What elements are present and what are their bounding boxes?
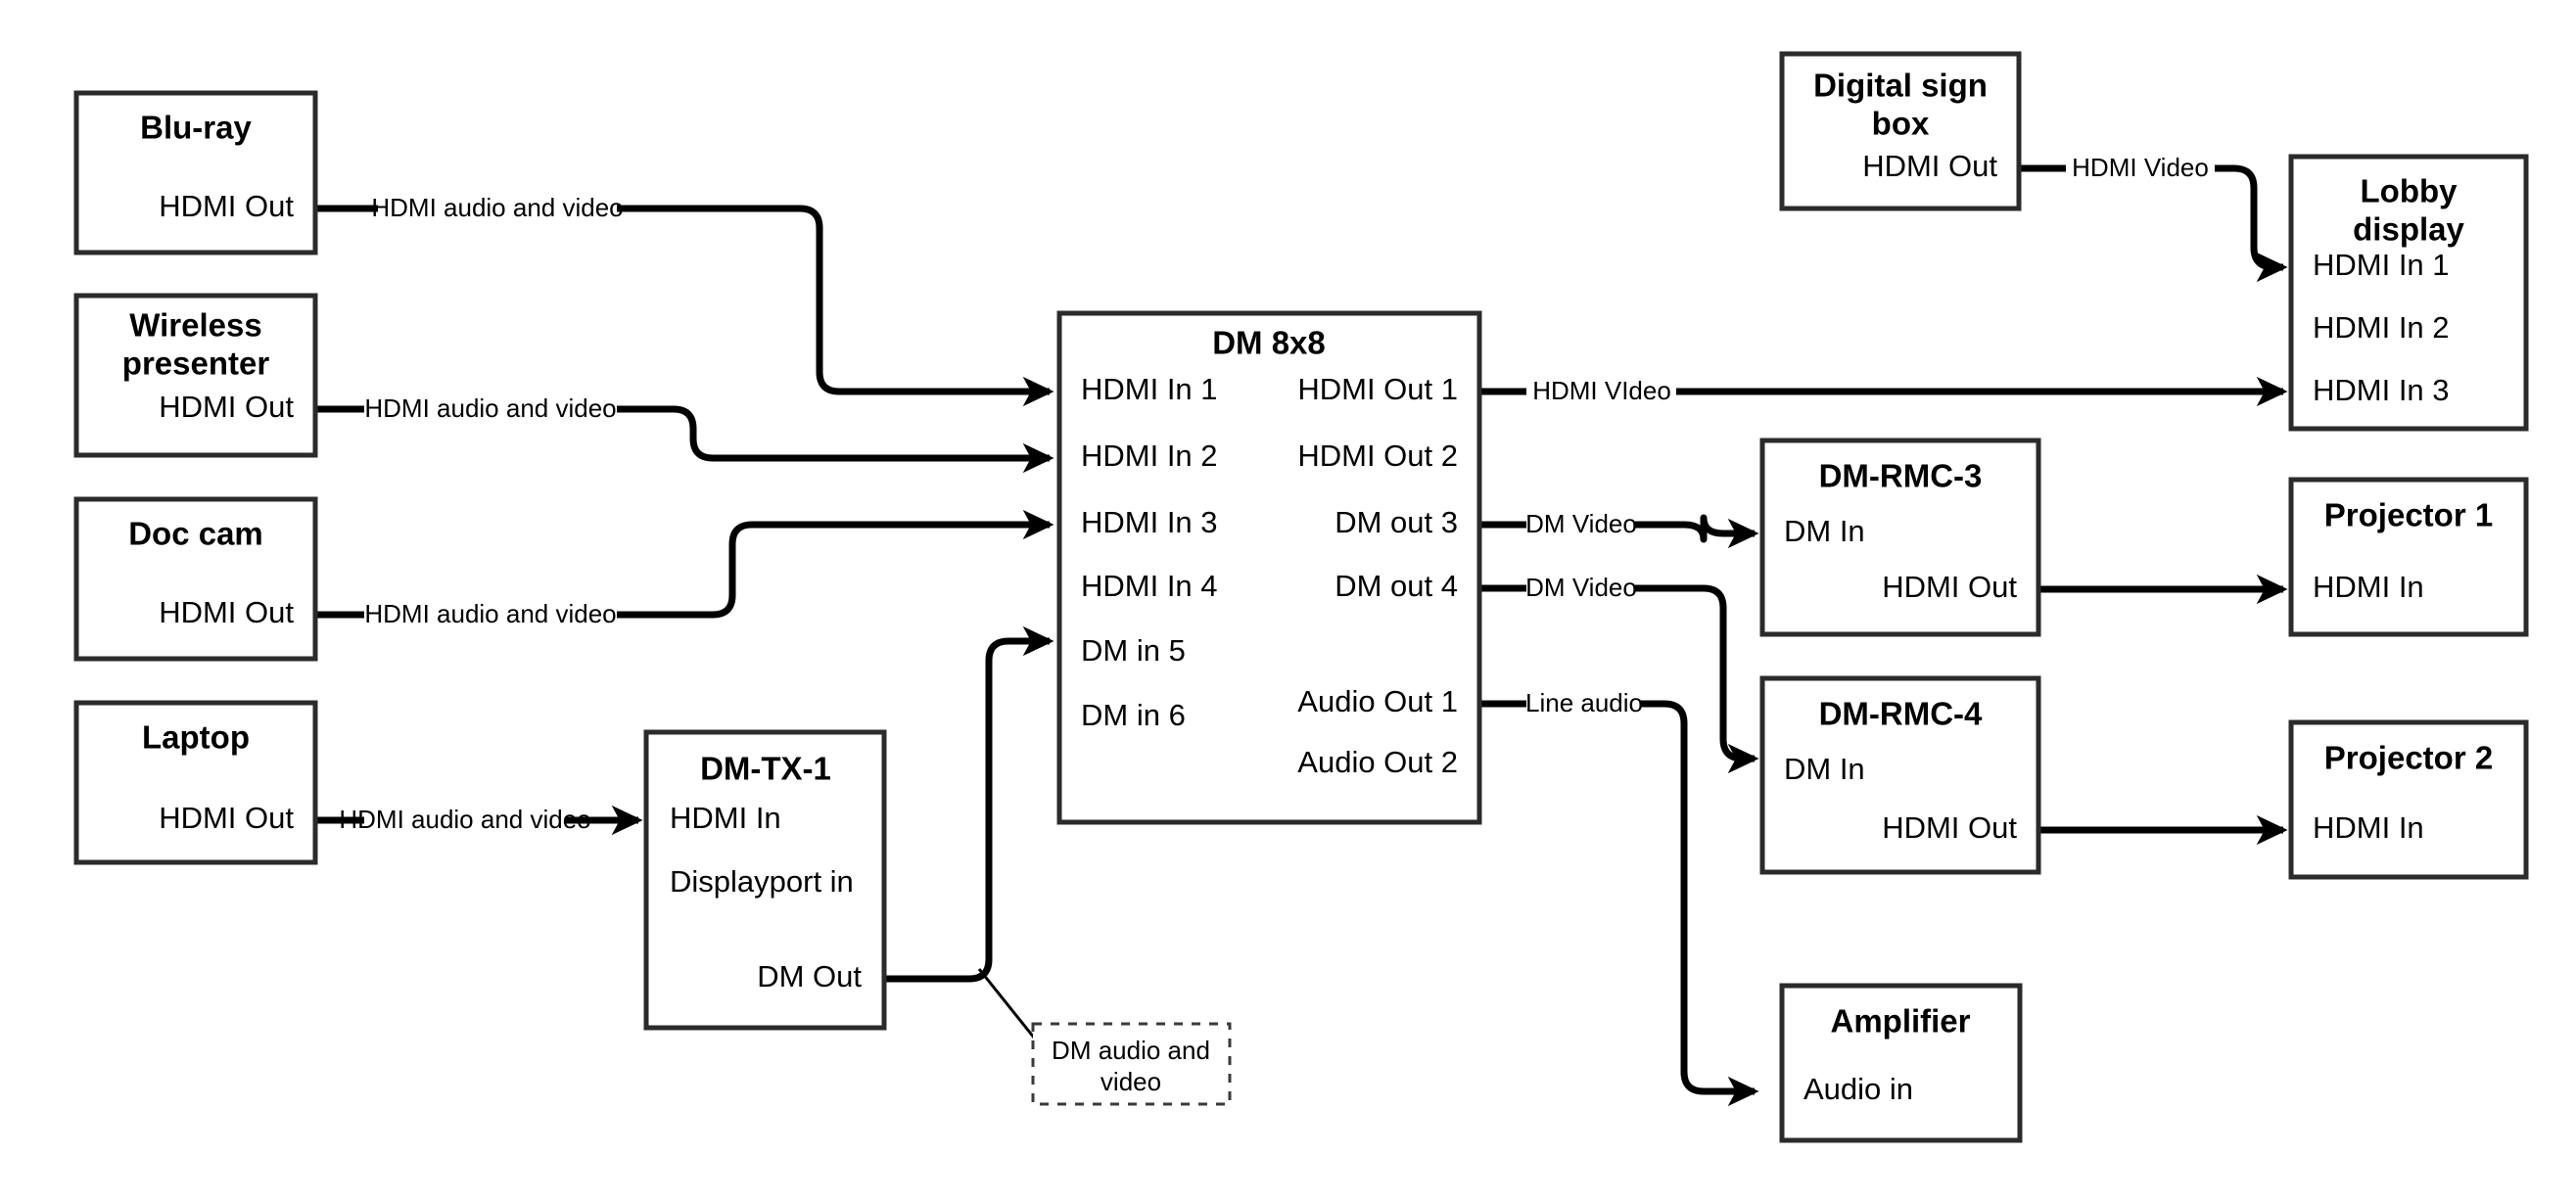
- node-digital-sign-box[interactable]: Digital sign box HDMI Out: [1779, 51, 2022, 211]
- node-dm-8x8[interactable]: DM 8x8 HDMI In 1 HDMI In 2 HDMI In 3 HDM…: [1056, 310, 1482, 825]
- node-title-amplifier: Amplifier: [1830, 1003, 1970, 1039]
- port-bluray-hdmi-out: HDMI Out: [159, 189, 294, 223]
- node-lobby-display[interactable]: Lobby display HDMI In 1 HDMI In 2 HDMI I…: [2288, 154, 2529, 432]
- port-dm8x8-hdmi-in-1: HDMI In 1: [1081, 372, 1218, 406]
- node-bluray[interactable]: Blu-ray HDMI Out: [73, 90, 318, 255]
- port-dm8x8-dm-out-4: DM out 4: [1335, 569, 1458, 603]
- node-amplifier[interactable]: Amplifier Audio in: [1779, 983, 2023, 1143]
- port-dm8x8-hdmi-out-1: HDMI Out 1: [1297, 372, 1458, 406]
- port-projector1-hdmi-in: HDMI In: [2313, 570, 2424, 604]
- node-title-projector1: Projector 1: [2324, 497, 2493, 533]
- edge-label-dm-out4-to-rmc4: DM Video: [1525, 573, 1637, 602]
- node-wireless-presenter[interactable]: Wireless presenter HDMI Out: [73, 293, 318, 458]
- port-dmtx1-dm-out: DM Out: [757, 959, 862, 993]
- node-title-dmrmc4: DM-RMC-4: [1819, 696, 1983, 732]
- edge-label-doccam-to-dm: HDMI audio and video: [364, 599, 616, 628]
- node-doc-cam[interactable]: Doc cam HDMI Out: [73, 496, 318, 662]
- node-title-dmtx1: DM-TX-1: [700, 751, 831, 787]
- port-dmtx1-displayport-in: Displayport in: [670, 864, 854, 899]
- edge-label-dm-audio-to-amp: Line audio: [1525, 688, 1643, 717]
- node-title-sign-line2: box: [1872, 106, 1930, 142]
- node-title-doccam: Doc cam: [128, 516, 263, 552]
- port-dmrmc4-hdmi-out: HDMI Out: [1882, 810, 2017, 845]
- link-wireless-to-dm8x8: [315, 405, 1050, 458]
- port-dm8x8-audio-out-2: Audio Out 2: [1297, 745, 1458, 779]
- node-title-sign-line1: Digital sign: [1813, 68, 1988, 104]
- link-dm8x8-audio-to-amplifier: [1479, 700, 1755, 1091]
- port-dm8x8-hdmi-out-2: HDMI Out 2: [1297, 439, 1458, 473]
- port-amplifier-audio-in: Audio in: [1803, 1072, 1913, 1106]
- port-wireless-hdmi-out: HDMI Out: [159, 390, 294, 424]
- port-lobby-hdmi-in-3: HDMI In 3: [2313, 373, 2450, 407]
- edge-label-dm-out1-to-lobby: HDMI VIdeo: [1532, 376, 1671, 405]
- port-projector2-hdmi-in: HDMI In: [2313, 810, 2424, 845]
- port-dm8x8-dm-in-6: DM in 6: [1081, 698, 1186, 732]
- port-dmrmc3-hdmi-out: HDMI Out: [1882, 570, 2017, 604]
- node-title-dm8x8: DM 8x8: [1212, 325, 1326, 361]
- note-dm-audio-and-video: DM audio and video: [1031, 1022, 1232, 1106]
- link-sign-to-lobby: [2019, 164, 2283, 267]
- node-dm-rmc-3[interactable]: DM-RMC-3 DM In HDMI Out: [1759, 438, 2041, 637]
- port-dm8x8-hdmi-in-3: HDMI In 3: [1081, 505, 1218, 539]
- edge-label-bluray-to-dm: HDMI audio and video: [371, 193, 623, 222]
- node-title-laptop: Laptop: [142, 719, 250, 756]
- edge-label-sign-to-lobby: HDMI Video: [2072, 153, 2209, 182]
- port-dm8x8-dm-out-3: DM out 3: [1335, 505, 1458, 539]
- leader-dm-audio-video-note: [977, 968, 1044, 1048]
- port-dm8x8-audio-out-1: Audio Out 1: [1297, 684, 1458, 718]
- link-dm8x8-out4-to-rmc4: [1479, 584, 1755, 759]
- node-projector-2[interactable]: Projector 2 HDMI In: [2288, 719, 2529, 880]
- port-laptop-hdmi-out: HDMI Out: [159, 801, 294, 835]
- node-projector-1[interactable]: Projector 1 HDMI In: [2288, 477, 2529, 637]
- link-bluray-to-dm8x8: [315, 205, 1050, 392]
- node-title-wireless-line2: presenter: [122, 346, 270, 382]
- link-dmtx1-to-dm8x8: [884, 625, 1054, 983]
- edge-label-wireless-to-dm: HDMI audio and video: [364, 393, 616, 423]
- port-dmrmc4-dm-in: DM In: [1784, 752, 1865, 786]
- port-dm8x8-hdmi-in-4: HDMI In 4: [1081, 569, 1218, 603]
- port-dmtx1-hdmi-in: HDMI In: [670, 801, 781, 835]
- node-laptop[interactable]: Laptop HDMI Out: [73, 700, 318, 865]
- port-sign-hdmi-out: HDMI Out: [1862, 149, 1997, 183]
- port-doccam-hdmi-out: HDMI Out: [159, 595, 294, 629]
- port-lobby-hdmi-in-2: HDMI In 2: [2313, 310, 2450, 345]
- port-dmrmc3-dm-in: DM In: [1784, 514, 1865, 548]
- node-title-projector2: Projector 2: [2324, 740, 2493, 776]
- link-dm8x8-out3-to-rmc3: [1479, 518, 1755, 539]
- note-text-line2: video: [1101, 1067, 1161, 1096]
- node-dm-tx-1[interactable]: DM-TX-1 HDMI In Displayport in DM Out: [643, 729, 887, 1031]
- node-title-dmrmc3: DM-RMC-3: [1819, 458, 1983, 494]
- edge-label-laptop-to-tx: HDMI audio and video: [339, 805, 590, 834]
- note-text-line1: DM audio and: [1052, 1036, 1210, 1065]
- edge-label-group: HDMI audio and video HDMI audio and vide…: [339, 151, 2215, 838]
- node-dm-rmc-4[interactable]: DM-RMC-4 DM In HDMI Out: [1759, 675, 2041, 875]
- edge-label-dm-out3-to-rmc3: DM Video: [1525, 509, 1637, 538]
- port-dm8x8-hdmi-in-2: HDMI In 2: [1081, 439, 1218, 473]
- node-title-lobby-line1: Lobby: [2361, 173, 2459, 209]
- link-doccam-to-dm8x8: [315, 525, 1050, 619]
- port-dm8x8-dm-in-5: DM in 5: [1081, 633, 1186, 668]
- node-title-bluray: Blu-ray: [140, 110, 252, 146]
- node-title-wireless-line1: Wireless: [129, 307, 261, 344]
- port-lobby-hdmi-in-1: HDMI In 1: [2313, 248, 2450, 282]
- node-title-lobby-line2: display: [2353, 211, 2464, 248]
